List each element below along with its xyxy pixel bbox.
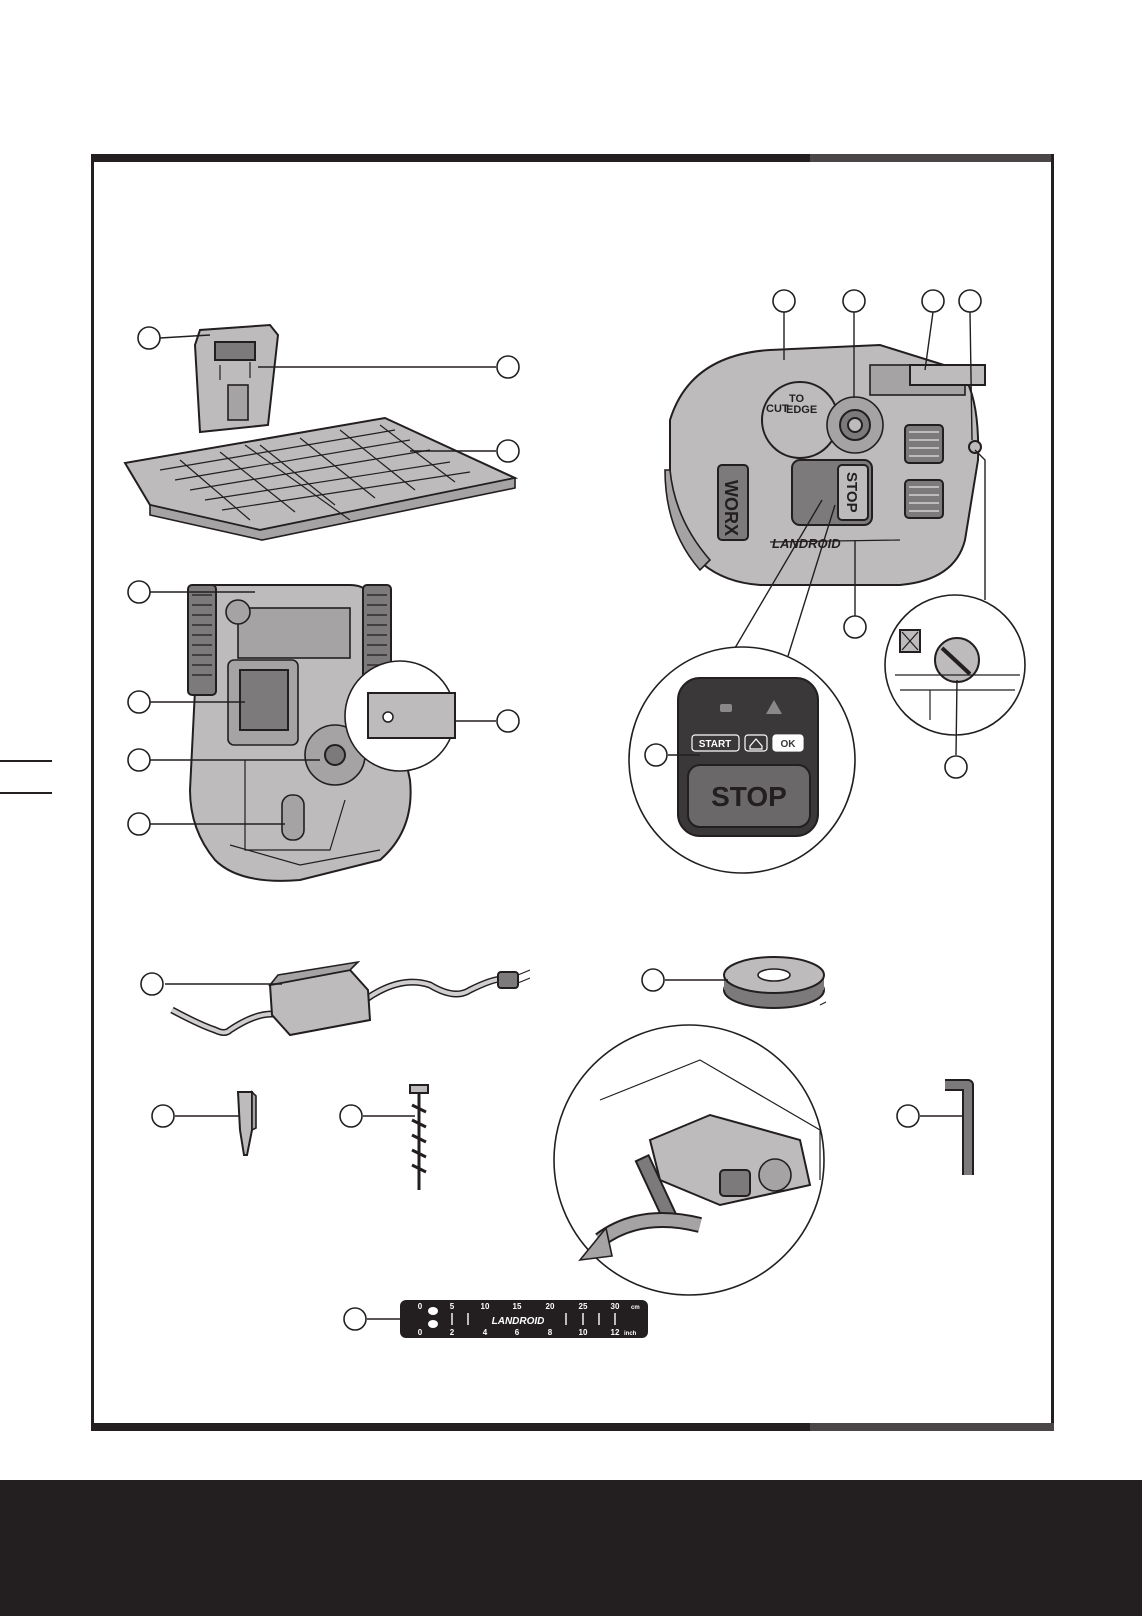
detail-connector-line: [974, 449, 986, 600]
callout-marker: [127, 580, 151, 604]
callout-marker: [343, 1307, 367, 1331]
ruler-inch-tick-4: 4: [483, 1328, 488, 1337]
zoom-connector-lines: [734, 499, 836, 657]
callout-marker: [127, 690, 151, 714]
frame-bottom-bar: [91, 1423, 1054, 1431]
mower-cover-removal-zoom: [553, 1024, 825, 1296]
callout-marker: [921, 289, 945, 313]
callout-markers: [127, 289, 982, 1331]
ruler-inch-tick-12: 12: [611, 1328, 620, 1337]
ruler-cm-tick-5: 5: [450, 1302, 455, 1311]
worx-logo: WORX: [721, 480, 741, 536]
mode-dial-label: CUT TO EDGE: [766, 393, 817, 416]
callout-marker: [842, 289, 866, 313]
callout-marker: [958, 289, 982, 313]
side-tab-mark-top: [0, 760, 52, 762]
callout-marker: [944, 755, 968, 779]
warning-icon: [766, 700, 782, 714]
ruler-cm-tick-10: 10: [481, 1302, 490, 1311]
stop-button-label: STOP: [711, 781, 787, 812]
stop-button[interactable]: [687, 764, 811, 828]
callout-marker: [151, 1104, 175, 1128]
frame-top-bar: [91, 154, 1054, 162]
ruler-cm-tick-30: 30: [611, 1302, 620, 1311]
callout-marker: [496, 439, 520, 463]
ruler-brand: LANDROID: [492, 1316, 545, 1327]
callout-marker: [127, 748, 151, 772]
ok-button-label: OK: [781, 739, 797, 750]
ruler-inch-tick-6: 6: [515, 1328, 520, 1337]
power-supply-illustration: [170, 960, 531, 1037]
callout-marker: [339, 1104, 363, 1128]
callout-marker: [644, 743, 668, 767]
hex-key-illustration: [945, 1079, 974, 1175]
ruler-inch-tick-10: 10: [579, 1328, 588, 1337]
callout-marker: [127, 812, 151, 836]
ruler-cm-tick-15: 15: [513, 1302, 522, 1311]
ruler-cm-unit: cm: [631, 1305, 640, 1311]
battery-icon: [720, 704, 732, 712]
home-icon: [749, 738, 763, 750]
frame-top-bar-accent: [810, 154, 1054, 162]
ruler-inch-tick-2: 2: [450, 1328, 455, 1337]
charging-base-illustration: [123, 323, 519, 541]
start-button[interactable]: [691, 734, 740, 752]
frame-bottom-bar-accent: [810, 1423, 1054, 1431]
ruler-cm-tick-20: 20: [546, 1302, 555, 1311]
ruler-inch-unit: inch: [624, 1331, 637, 1337]
mower-top-illustration: CUT TO EDGE WORX LANDROID STOP: [664, 343, 986, 586]
ruler-cm-tick-25: 25: [579, 1302, 588, 1311]
side-tab-mark-bottom: [0, 792, 52, 794]
ok-button[interactable]: [772, 734, 804, 752]
cutting-height-ruler: 0 5 10 15 20 25 30 cm 0 2 4 6 8 10 12 in…: [400, 1300, 648, 1338]
callout-marker: [137, 326, 161, 350]
ruler-cm-tick-0: 0: [418, 1302, 423, 1311]
callout-marker: [843, 615, 867, 639]
ruler-inch-tick-8: 8: [548, 1328, 553, 1337]
wire-peg-illustration: [236, 1090, 257, 1156]
landroid-logo: LANDROID: [772, 536, 841, 551]
dial-to-label: TO: [789, 393, 805, 405]
mower-underside-illustration: [187, 584, 456, 882]
dial-cut-label: CUT: [766, 403, 789, 415]
callout-marker: [772, 289, 796, 313]
start-button-label: START: [699, 739, 732, 750]
stop-label-on-mower: STOP: [843, 472, 860, 513]
ruler-inch-tick-0: 0: [418, 1328, 423, 1337]
boundary-wire-spool: [723, 956, 827, 1009]
figure-frame: [91, 154, 1054, 1431]
control-panel-zoom: START OK STOP: [628, 646, 856, 874]
dial-edge-label: EDGE: [786, 404, 817, 416]
base-screw-illustration: [409, 1084, 429, 1190]
side-detail-zoom: [884, 594, 1026, 736]
callout-marker: [896, 1104, 920, 1128]
callout-marker: [641, 968, 665, 992]
callout-marker: [496, 709, 520, 733]
callout-marker: [496, 355, 520, 379]
callout-marker: [140, 972, 164, 996]
callout-leader-lines: [150, 311, 973, 1320]
page-footer-band: [0, 1480, 1142, 1616]
